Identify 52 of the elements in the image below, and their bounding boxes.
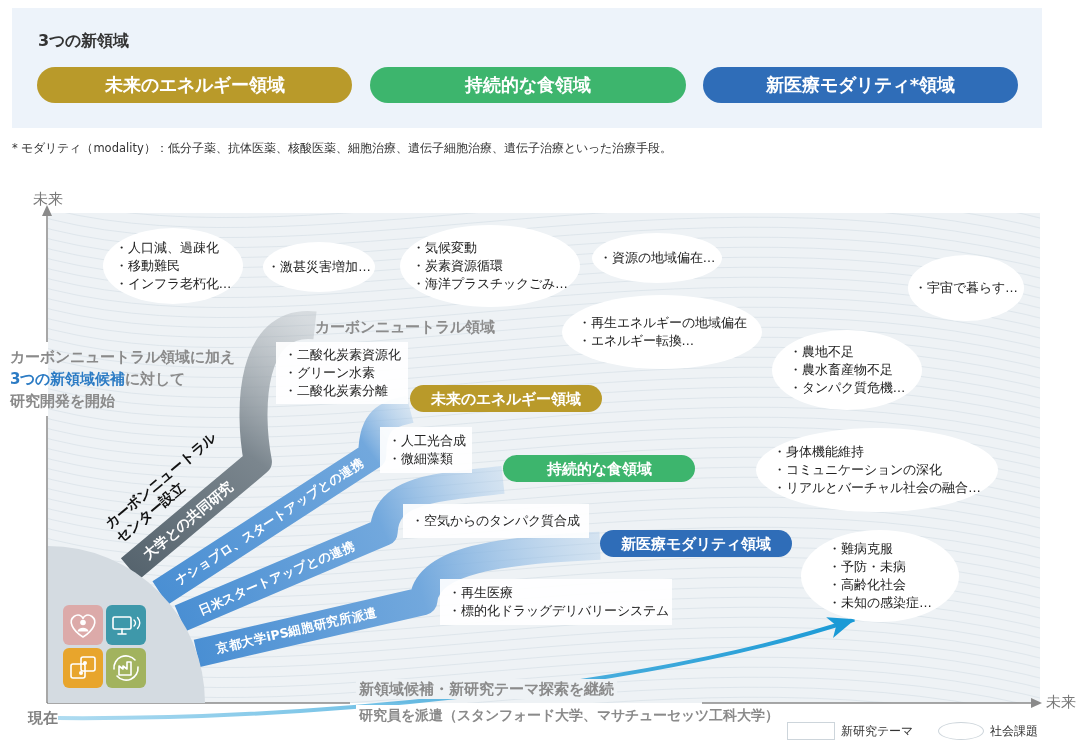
bullet-text: ・気候変動 [412, 239, 479, 257]
domain-tag: 未来のエネルギー領域 [410, 385, 602, 412]
axis-label: 未来 [1046, 692, 1076, 712]
bullet-text: ・二酸化炭素資源化 [284, 346, 400, 364]
edge-label: 新領域候補・新研究テーマ探索を継続 [356, 679, 617, 699]
panel-heading: 3つの新領域 [38, 30, 130, 52]
bullet-text: ・リアルとバーチャル社会の融合… [773, 479, 981, 497]
ribbon-band [193, 531, 601, 667]
bullet-text: ・未知の感染症… [828, 594, 932, 612]
bullet-text: ・グリーン水素 [284, 364, 376, 382]
legend-label: 社会課題 [990, 723, 1038, 740]
research-theme-card [403, 504, 589, 538]
bullet-text: ・人工光合成 [388, 432, 464, 450]
bullet-text: ・激甚災害増加… [267, 258, 371, 276]
research-theme-card [380, 427, 472, 473]
bullet-text: ・海洋プラスチックごみ… [412, 275, 568, 293]
bullet-text: ・資源の地域偏在… [598, 249, 716, 267]
domain-tag: 新医療モダリティ*領域 [703, 67, 1018, 103]
footnote: * モダリティ（modality）：低分子薬、抗体医薬、核酸医薬、細胞治療、遺伝子細胞治療、遺伝子治療といった治療手段。 [12, 140, 672, 157]
bullet-text: ・微細藻類 [388, 450, 454, 468]
region-title: カーボンニュートラル領域 [315, 317, 495, 337]
bullet-text: ・難病克服 [828, 540, 895, 558]
bullet-text: ・身体機能維持 [773, 443, 866, 461]
bullet-text: ・人口減、過疎化 [114, 239, 220, 257]
bullet-text: ・農水畜産物不足 [788, 361, 894, 379]
bullet-text: ・再生医療 [448, 584, 514, 602]
bullet-text: ・農地不足 [788, 343, 855, 361]
bullet-text: ・タンパク質危機… [788, 379, 906, 397]
domain-tag: 持続的な食領域 [370, 67, 686, 103]
domain-tag: 新医療モダリティ領域 [600, 530, 792, 557]
domain-tag: 未来のエネルギー領域 [37, 67, 352, 103]
domain-panel [12, 8, 1042, 128]
ribbon-band [120, 311, 316, 580]
research-theme-card [276, 342, 408, 404]
bullet-text: ・インフラ老朽化… [114, 275, 232, 293]
legend-label: 新研究テーマ [841, 723, 913, 740]
bullet-text: ・再生エネルギーの地域偏在 [577, 314, 747, 332]
bullet-text: ・空気からのタンパク質合成 [411, 512, 581, 530]
lead-text: カーボンニュートラル領域に加え3つの新領域候補に対して研究開発を開始 [10, 347, 236, 412]
axis-label: 現在 [28, 708, 58, 728]
bullet-text: ・炭素資源循環 [412, 257, 505, 275]
bullet-text: ・エネルギー転換… [577, 332, 695, 350]
bullet-text: ・移動難民 [114, 257, 181, 275]
research-theme-card [440, 579, 672, 625]
bullet-text: ・予防・未病 [828, 558, 908, 576]
bullet-text: ・宇宙で暮らす… [914, 279, 1018, 297]
ribbon-band [174, 466, 505, 632]
axis-label: 未来 [33, 189, 63, 209]
domain-tag: 持続的な食領域 [503, 455, 695, 482]
bullet-text: ・高齢化社会 [828, 576, 908, 594]
bullet-text: ・二酸化炭素分離 [284, 382, 389, 400]
bullet-text: ・コミュニケーションの深化 [773, 461, 944, 479]
